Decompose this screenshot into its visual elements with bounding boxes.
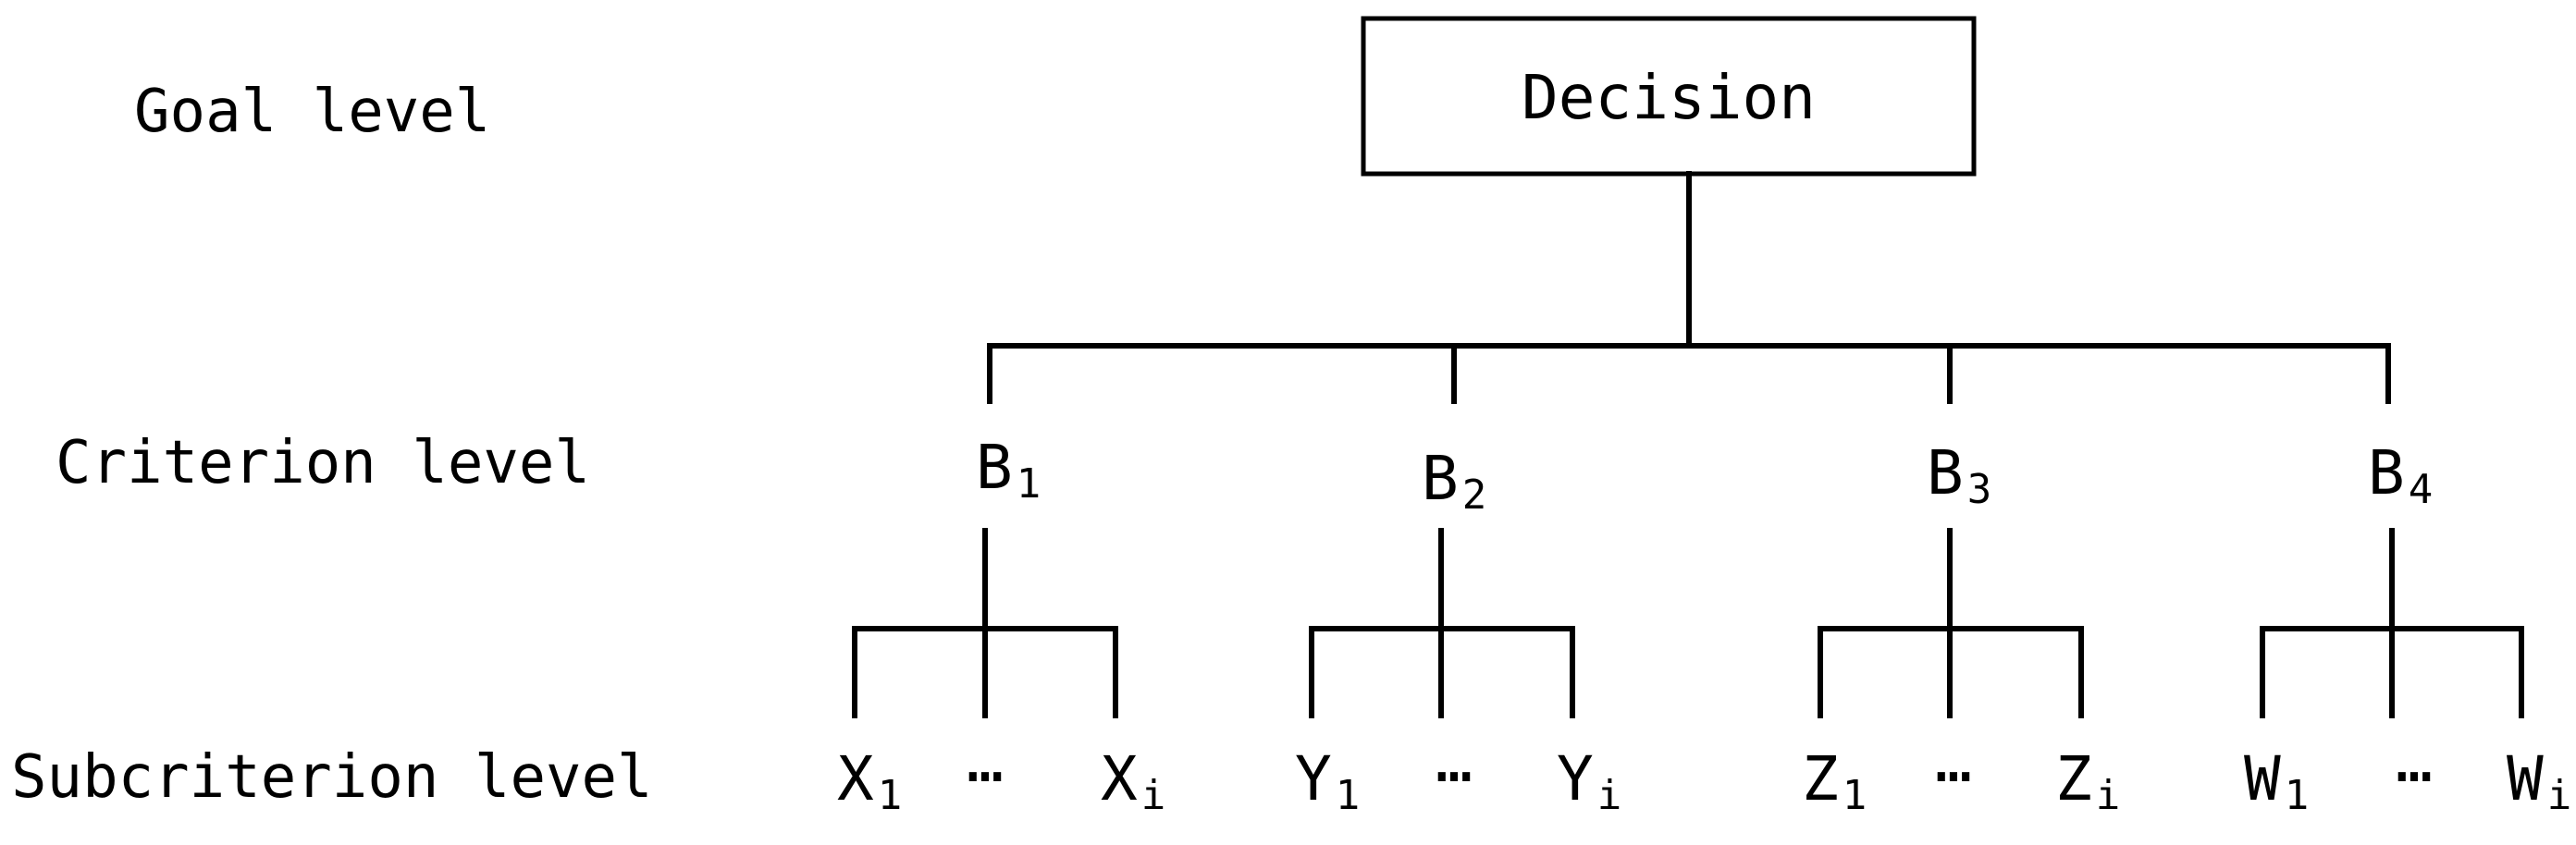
subcriterion-x1: X1 xyxy=(837,743,902,819)
group-2-connectors xyxy=(1309,528,1575,718)
goal-label: Decision xyxy=(1522,62,1816,133)
subcriterion-xi: Xi xyxy=(1101,743,1165,819)
criterion-b1: B1 xyxy=(976,432,1041,508)
criterion-b4: B4 xyxy=(2368,437,2433,513)
criterion-b3: B3 xyxy=(1927,437,1991,513)
subcriterion-group-2-ellipsis: … xyxy=(1436,725,1473,796)
goal-connectors xyxy=(987,171,2391,404)
goal-level-label: Goal level xyxy=(134,78,490,146)
subcriterion-y1: Y1 xyxy=(1295,743,1360,819)
goal-box xyxy=(1361,16,1977,177)
subcriterion-w1: W1 xyxy=(2244,743,2309,819)
subcriterion-zi: Zi xyxy=(2055,743,2120,819)
group-3-connectors xyxy=(1818,528,2084,718)
criterion-b2: B2 xyxy=(1422,443,1486,519)
group-1-connectors xyxy=(852,528,1118,718)
subcriterion-group-3-ellipsis: … xyxy=(1935,725,1972,796)
subcriterion-z1: Z1 xyxy=(1802,743,1867,819)
group-4-connectors xyxy=(2260,528,2524,718)
subcriterion-level-label: Subcriterion level xyxy=(11,743,653,812)
goal-node: Decision xyxy=(1361,16,1977,177)
subcriterion-group-1-ellipsis: … xyxy=(967,725,1004,796)
criterion-level-label: Criterion level xyxy=(55,429,590,497)
subcriterion-wi: Wi xyxy=(2507,743,2571,819)
subcriterion-group-4-ellipsis: … xyxy=(2396,725,2433,796)
subcriterion-yi: Yi xyxy=(1557,743,1621,819)
